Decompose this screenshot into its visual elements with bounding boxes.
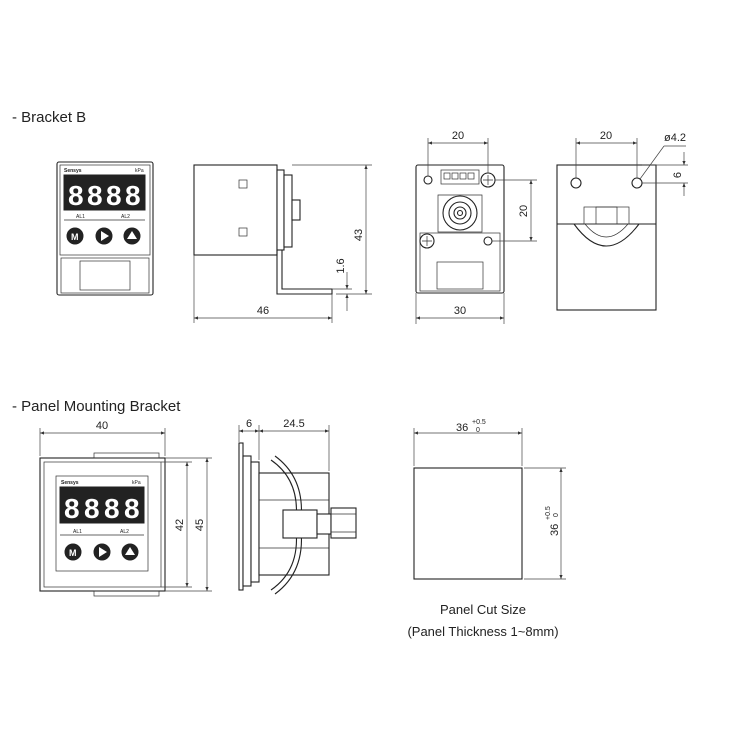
dim-back-right: 20 <box>518 205 530 217</box>
panel-cut-view: 36 +0.5 0 36 +0.5 0 Panel Cut Size (Pane… <box>407 419 566 639</box>
dim-side-height: 43 <box>353 229 365 241</box>
brand-label: Sensys <box>61 480 79 486</box>
pressure-port-icon <box>442 195 478 231</box>
dim-back-top: 20 <box>452 130 464 142</box>
dim-plate-thickness: 1.6 <box>335 258 347 273</box>
display-digit: 8 <box>64 493 80 524</box>
unit-label: kPa <box>132 480 141 486</box>
panel-cut-title: Panel Cut Size <box>440 602 526 617</box>
dim-bracket-top: 20 <box>600 130 612 142</box>
m-button-label: M <box>69 548 77 558</box>
dim-cut-height-tol-plus: +0.5 <box>545 506 552 520</box>
section-title-bracket-b: - Bracket B <box>12 109 86 126</box>
dim-cut-width-tol-zero: 0 <box>476 427 480 434</box>
display-digit: 8 <box>125 180 141 211</box>
display-digit: 8 <box>84 493 100 524</box>
dim-hole-offset: 6 <box>672 172 684 178</box>
m-button-icon <box>64 543 82 561</box>
display-digit: 8 <box>68 180 84 211</box>
unit-label: kPa <box>135 168 144 174</box>
panel-front-view: Sensys kPa 8 8 8 8 AL1 AL2 M 40 42 45 <box>39 420 212 597</box>
m-button-icon <box>66 227 84 245</box>
dim-cut-height-tol-zero: 0 <box>553 513 560 517</box>
panel-side-view: 6 24.5 <box>238 418 357 595</box>
dim-front-height-inner: 42 <box>174 519 186 531</box>
display-digit: 8 <box>104 493 120 524</box>
dim-cut-height: 36 <box>549 524 561 536</box>
display-digit: 8 <box>106 180 122 211</box>
dim-cut-width: 36 <box>456 422 468 434</box>
dim-cut-width-tol-plus: +0.5 <box>472 419 486 426</box>
display-digit: 8 <box>87 180 103 211</box>
display-digit: 8 <box>124 493 140 524</box>
section-title-panel-mounting-bracket: - Panel Mounting Bracket <box>12 398 181 415</box>
dim-side-width: 46 <box>257 305 269 317</box>
m-button-label: M <box>71 232 79 242</box>
dim-front-width: 40 <box>96 420 108 432</box>
bracket-b-front-view: Sensys kPa 8 8 8 8 AL1 AL2 M <box>56 161 154 296</box>
al1-label: AL1 <box>76 214 85 220</box>
bracket-b-bracket-view: 20 ø4.2 6 <box>556 130 688 311</box>
bracket-b-back-view: 20 20 30 <box>415 130 537 324</box>
dim-panel-depth-a: 6 <box>246 418 252 430</box>
al2-label: AL2 <box>120 529 129 535</box>
panel-cut-note: (Panel Thickness 1~8mm) <box>407 624 558 639</box>
dim-hole-diameter: ø4.2 <box>664 132 686 144</box>
brand-label: Sensys <box>64 168 82 174</box>
al1-label: AL1 <box>73 529 82 535</box>
bracket-b-side-view: 43 1.6 46 <box>193 164 372 323</box>
al2-label: AL2 <box>121 214 130 220</box>
dim-back-bottom: 30 <box>454 305 466 317</box>
dim-front-height-outer: 45 <box>194 519 206 531</box>
dim-panel-depth-b: 24.5 <box>283 418 304 430</box>
screw-icon <box>419 233 435 249</box>
